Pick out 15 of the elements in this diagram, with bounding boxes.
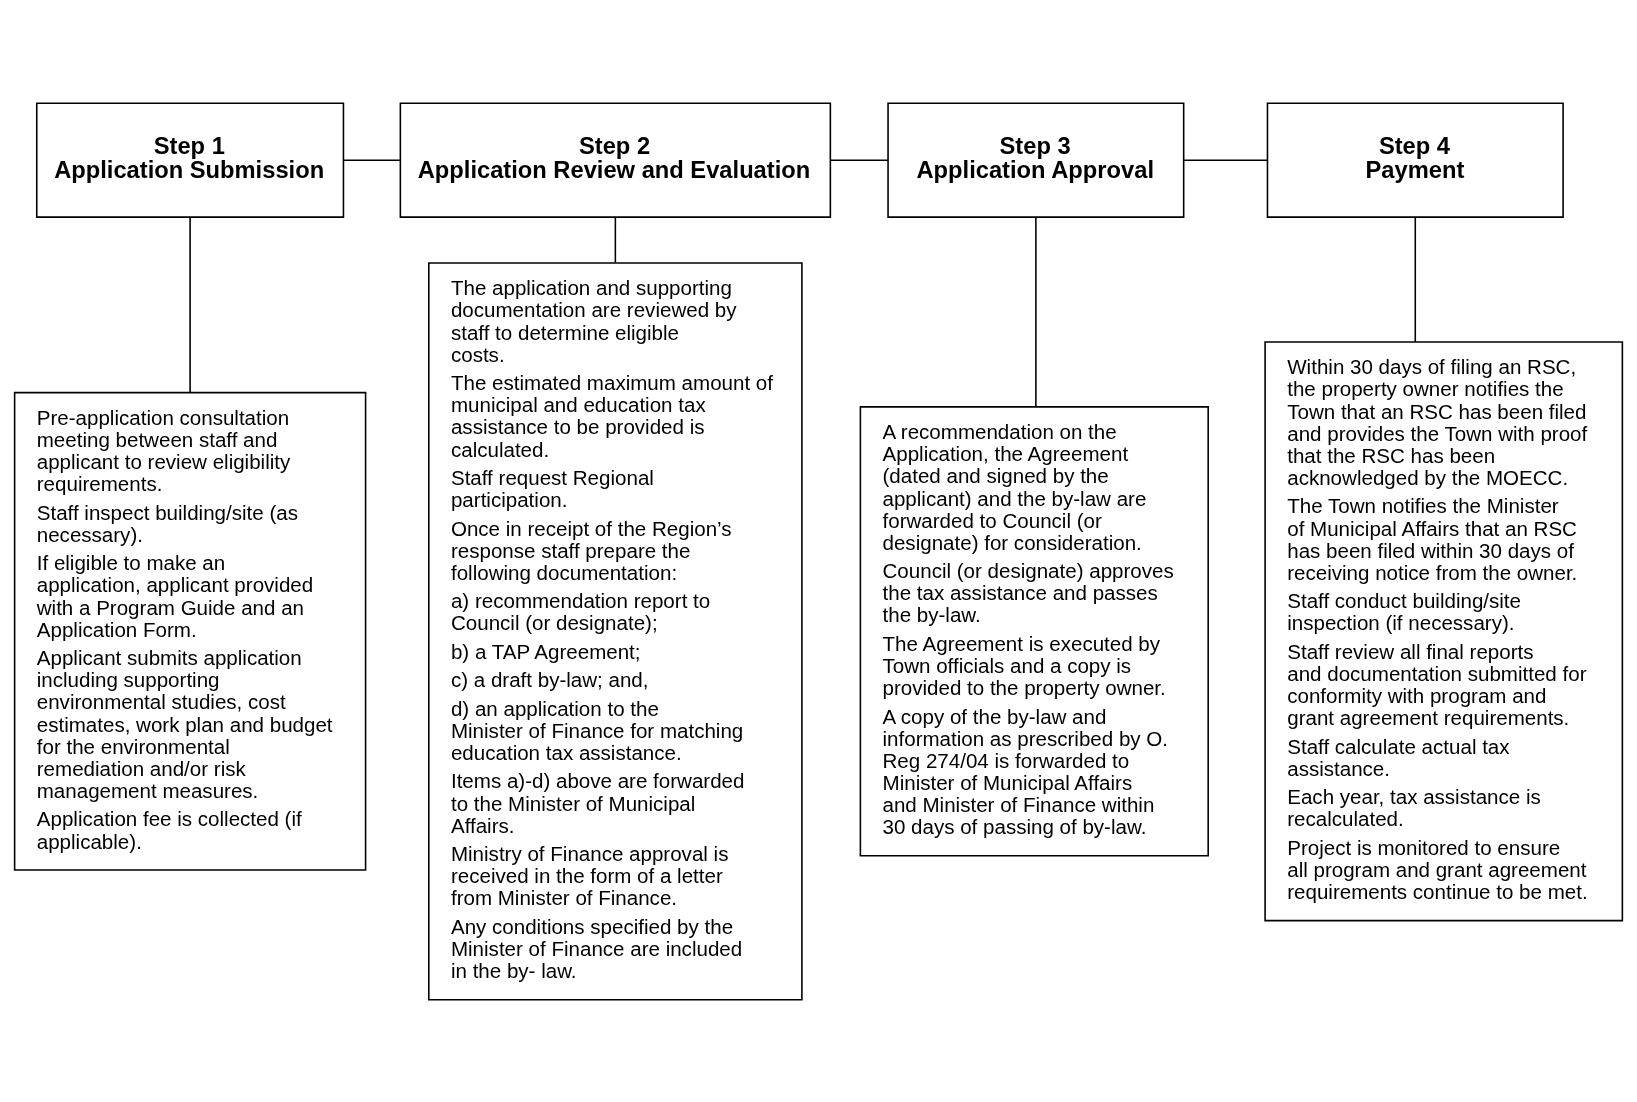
connector [1183, 158, 1268, 161]
node-box: Step 1 Application Submission [35, 102, 345, 218]
connector [1035, 216, 1037, 407]
connector [189, 216, 191, 393]
node-box: Pre-application consultation meeting between staff and applicant to review eligibility requirements. Staff inspect building/site (as necessary). If eligible to make an application, applicant provided with a Program Guide and an Application Form. Applicant submits application including supporting environmental studies, cost estimates, work plan and budget for the environmental remediation and/or risk management measures. Application fee is collected (if applicable). [13, 391, 367, 871]
node-box: Step 4 Payment [1266, 102, 1564, 218]
connector [1414, 216, 1417, 343]
node-box: Step 2 Application Review and Evaluation [399, 102, 832, 218]
node-box: Within 30 days of filing an RSC, the property owner notifies the Town that an RSC has been filed and provides the Town with proof that the RSC has been acknowledged by the MOECC. The Town notifies the Minister of Municipal Affairs that an RSC has been filed within 30 days of receiving notice from the owner. Staff conduct building/site inspection (if necessary). Staff review all final reports and documentation submitted for conformity with program and grant agreement requirements. Staff calculate actual tax assistance. Each year, tax assistance is recalculated. Project is monitored to ensure all program and grant agreement requirements continue to be met. [1264, 340, 1624, 921]
node-box: Step 3 Application Approval [887, 102, 1185, 218]
node-box: A recommendation on the Application, the Agreement (dated and signed by the applicant) and the by-law are forwarded to Council (or designate) for consideration. Council (or designate) approves the tax assistance and passes the by-law. The Agreement is executed by Town officials and a copy is provided to the property owner. A copy of the by-law and information as prescribed by O. Reg 274/04 is forwarded to Minister of Municipal Affairs and Minister of Finance within 30 days of passing of by-law. [859, 405, 1209, 857]
connector [342, 158, 401, 161]
connector [614, 216, 617, 263]
node-box: The application and supporting documentation are reviewed by staff to determine eligible costs. The estimated maximum amount of municipal and education tax assistance to be provided is calculated. Staff request Regional participation. Once in receipt of the Region’s response staff prepare the following documentation: a) recommendation report to Council (or designate); b) a TAP Agreement; c) a draft by-law; and, d) an application to the Minister of Finance for matching education tax assistance. Items a)-d) above are forwarded to the Minister of Municipal Affairs. Ministry of Finance approval is received in the form of a letter from Minister of Finance. Any conditions specified by the Minister of Finance are included in the by- law. [428, 261, 803, 1000]
connector [829, 158, 889, 161]
